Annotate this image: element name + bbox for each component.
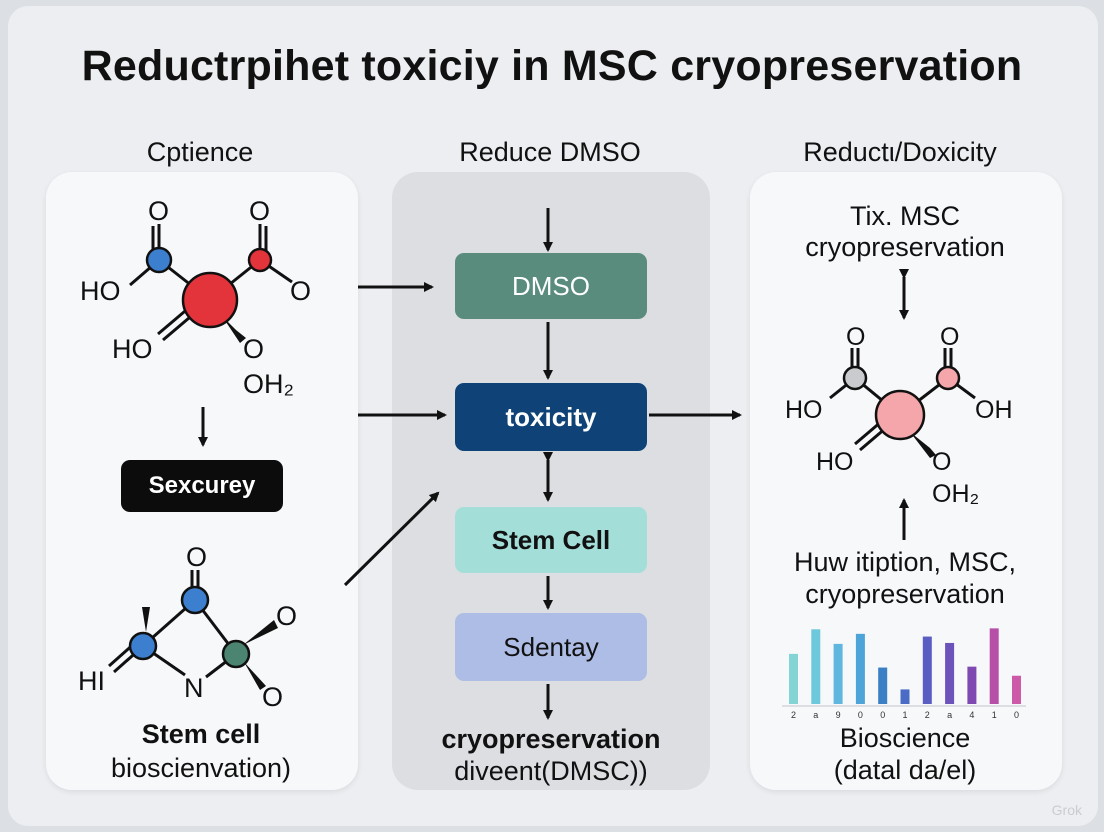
right-molecule-pink-atom [935, 365, 961, 391]
sdentay-box: Sdentay [455, 613, 647, 681]
left-caption-line2: bioscienvation) [110, 753, 292, 783]
left-molecule-1-red-center [181, 271, 239, 329]
bar-tick-label-10: 0 [1014, 710, 1019, 720]
middle-footer-line2: diveent(DMSC)) [454, 756, 648, 786]
left-molecule-1-blue-atom [145, 246, 173, 274]
left-mol2-label-o2: O [276, 601, 297, 631]
left-molecule-2-wedge-top [142, 607, 150, 632]
left-column-heading: Cptience [146, 137, 254, 167]
bar-tick-label-7: a [947, 710, 952, 720]
right-molecule-gray-atom [842, 365, 868, 391]
right-bottom-line1: Bioscience [839, 723, 971, 753]
left-molecule-1-labels: O O HO O HO O OH₂ [80, 196, 311, 399]
toxicity-box: toxicity [455, 383, 647, 451]
right-mol-label-ho2: HO [816, 448, 854, 476]
left-molecule-2-top-atom [180, 585, 210, 615]
bar-tick-label-5: 1 [902, 710, 907, 720]
right-mol-label-oh: OH [975, 396, 1013, 424]
left-caption-line1: Stem cell [141, 719, 261, 749]
middle-heading-line1: Reduce DMSO [459, 137, 641, 167]
left-mol1-label-o4: O [243, 334, 264, 364]
stem-cell-box: Stem Cell [455, 507, 647, 573]
right-mol-label-oh2: OH₂ [932, 480, 979, 508]
bar-tick-label-2: 9 [836, 710, 841, 720]
left-mol1-label-o2: O [249, 196, 270, 226]
watermark-text: Grok [1051, 802, 1082, 818]
left-molecule-2-left-atom [128, 631, 158, 661]
page-title: Reductrpihet toxiciy in MSC cryopreserva… [81, 42, 1023, 90]
bar-1 [811, 629, 821, 704]
left-mol1-label-oh2: OH₂ [243, 369, 294, 399]
right-top-line2: cryopreservation [805, 232, 1005, 262]
left-mol1-label-ho1: HO [80, 276, 121, 306]
left-mol2-label-o3: O [262, 682, 283, 712]
bar-0 [789, 653, 798, 704]
left-mol2-label-o1: O [186, 542, 207, 572]
bar-5 [900, 689, 910, 704]
left-mol1-label-o1: O [148, 196, 169, 226]
left-mol1-label-o3: O [290, 276, 311, 306]
bar-chart: 2 a 9 0 0 1 2 a 4 1 0 [789, 628, 1021, 720]
bar-tick-label-8: 4 [969, 710, 974, 720]
sexcurey-button[interactable]: Sexcurey [121, 460, 283, 512]
bar-4 [878, 667, 888, 704]
right-mol-label-o3: O [932, 448, 951, 476]
bar-tick-label-4: 0 [880, 710, 885, 720]
right-molecule-pink-center [874, 389, 926, 441]
left-molecule-1-wedge [222, 316, 246, 343]
left-mol2-label-n: N [184, 673, 204, 703]
right-molecule-wedge [910, 432, 936, 458]
bar-tick-label-6: 2 [925, 710, 930, 720]
left-molecule-2-wedge-bottom [244, 662, 266, 690]
bar-tick-label-3: 0 [858, 710, 863, 720]
left-molecule-1-red-atom [247, 247, 273, 273]
left-molecule-2 [108, 570, 238, 679]
right-mol-label-o1: O [846, 323, 865, 351]
left-mol2-label-hi: HI [78, 666, 105, 696]
bar-tick-label-1: a [813, 710, 818, 720]
bar-tick-label-9: 1 [992, 710, 997, 720]
right-molecule-labels: O O HO OH HO O OH₂ [785, 323, 1013, 508]
bar-3 [855, 633, 865, 704]
bar-tick-label-0: 2 [791, 710, 796, 720]
arrow-diagonal-to-toxicity [343, 491, 440, 587]
right-mol-label-ho1: HO [785, 396, 823, 424]
bar-7 [945, 642, 955, 704]
left-molecule-2-right-atom [221, 639, 251, 669]
right-top-line1: Tix. MSC [850, 201, 960, 231]
right-mol-label-o2: O [940, 323, 959, 351]
right-column-heading: Reductι/Doxicity [803, 137, 997, 167]
bar-2 [833, 643, 843, 704]
left-molecule-2-wedge-right [243, 620, 278, 645]
bar-8 [967, 666, 977, 704]
right-mid-line1: Huw itiption, MSC, [793, 547, 1017, 577]
middle-footer-line1: cryopreservation [441, 724, 661, 754]
right-bottom-line2: (datal da/el) [833, 755, 977, 785]
bar-10 [1012, 675, 1021, 704]
dmso-box: DMSO [455, 253, 647, 319]
right-mid-line2: cryopreservation [805, 579, 1005, 609]
left-molecule-2-labels: O O HI N O [78, 542, 297, 712]
left-mol1-label-ho2: HO [112, 334, 153, 364]
bar-6 [922, 636, 932, 704]
bar-9 [989, 628, 999, 704]
